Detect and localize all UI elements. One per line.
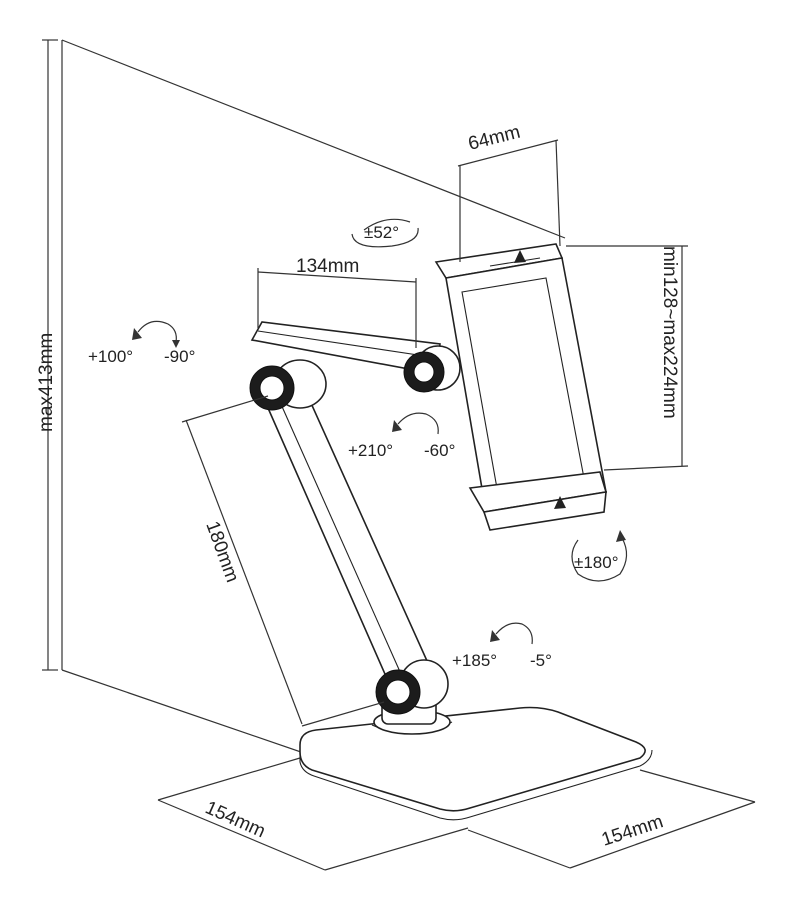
- elbow-joint: [249, 359, 327, 411]
- elbow-down-label: -90°: [164, 347, 195, 366]
- rotate-arrow-icon: [571, 537, 628, 582]
- base-depth-label: 154mm: [202, 797, 268, 842]
- rotation-arrows: [132, 218, 628, 645]
- clamp-range-label: min128~max224mm: [659, 246, 680, 419]
- tablet-holder: [434, 243, 608, 531]
- base-arrow-icon: [495, 622, 533, 645]
- base-dimension-lines: [157, 757, 756, 871]
- base-joint: [375, 659, 449, 715]
- perspective-guides: [42, 39, 566, 763]
- tilt-arrow-icon: [363, 218, 411, 231]
- height-max-label: max413mm: [36, 333, 57, 432]
- base-down-label: -5°: [530, 651, 552, 670]
- tilt-loop-icon: [351, 227, 419, 248]
- elbow-up-label: +100°: [88, 347, 133, 366]
- lower-arm-dimension-lines: [181, 395, 385, 727]
- base-up-label: +185°: [452, 651, 497, 670]
- head-rotate-label: ±180°: [574, 553, 619, 572]
- upper-arm-dimension-lines: [257, 268, 417, 348]
- elbow-arrow-icon: [137, 320, 177, 343]
- tilt-label: ±52°: [364, 223, 399, 242]
- upper-arm: [250, 321, 441, 375]
- head-arrow-icon: [397, 412, 439, 435]
- clamp-depth-label: 64mm: [466, 122, 522, 155]
- upper-arm-label: 134mm: [296, 256, 359, 277]
- head-up-label: +210°: [348, 441, 393, 460]
- head-down-label: -60°: [424, 441, 455, 460]
- clamp-range-lines: [566, 245, 689, 471]
- base-width-label: 154mm: [599, 811, 666, 851]
- clamp-depth-lines: [457, 139, 561, 262]
- head-joint: [403, 345, 461, 393]
- base-plate: [299, 706, 653, 821]
